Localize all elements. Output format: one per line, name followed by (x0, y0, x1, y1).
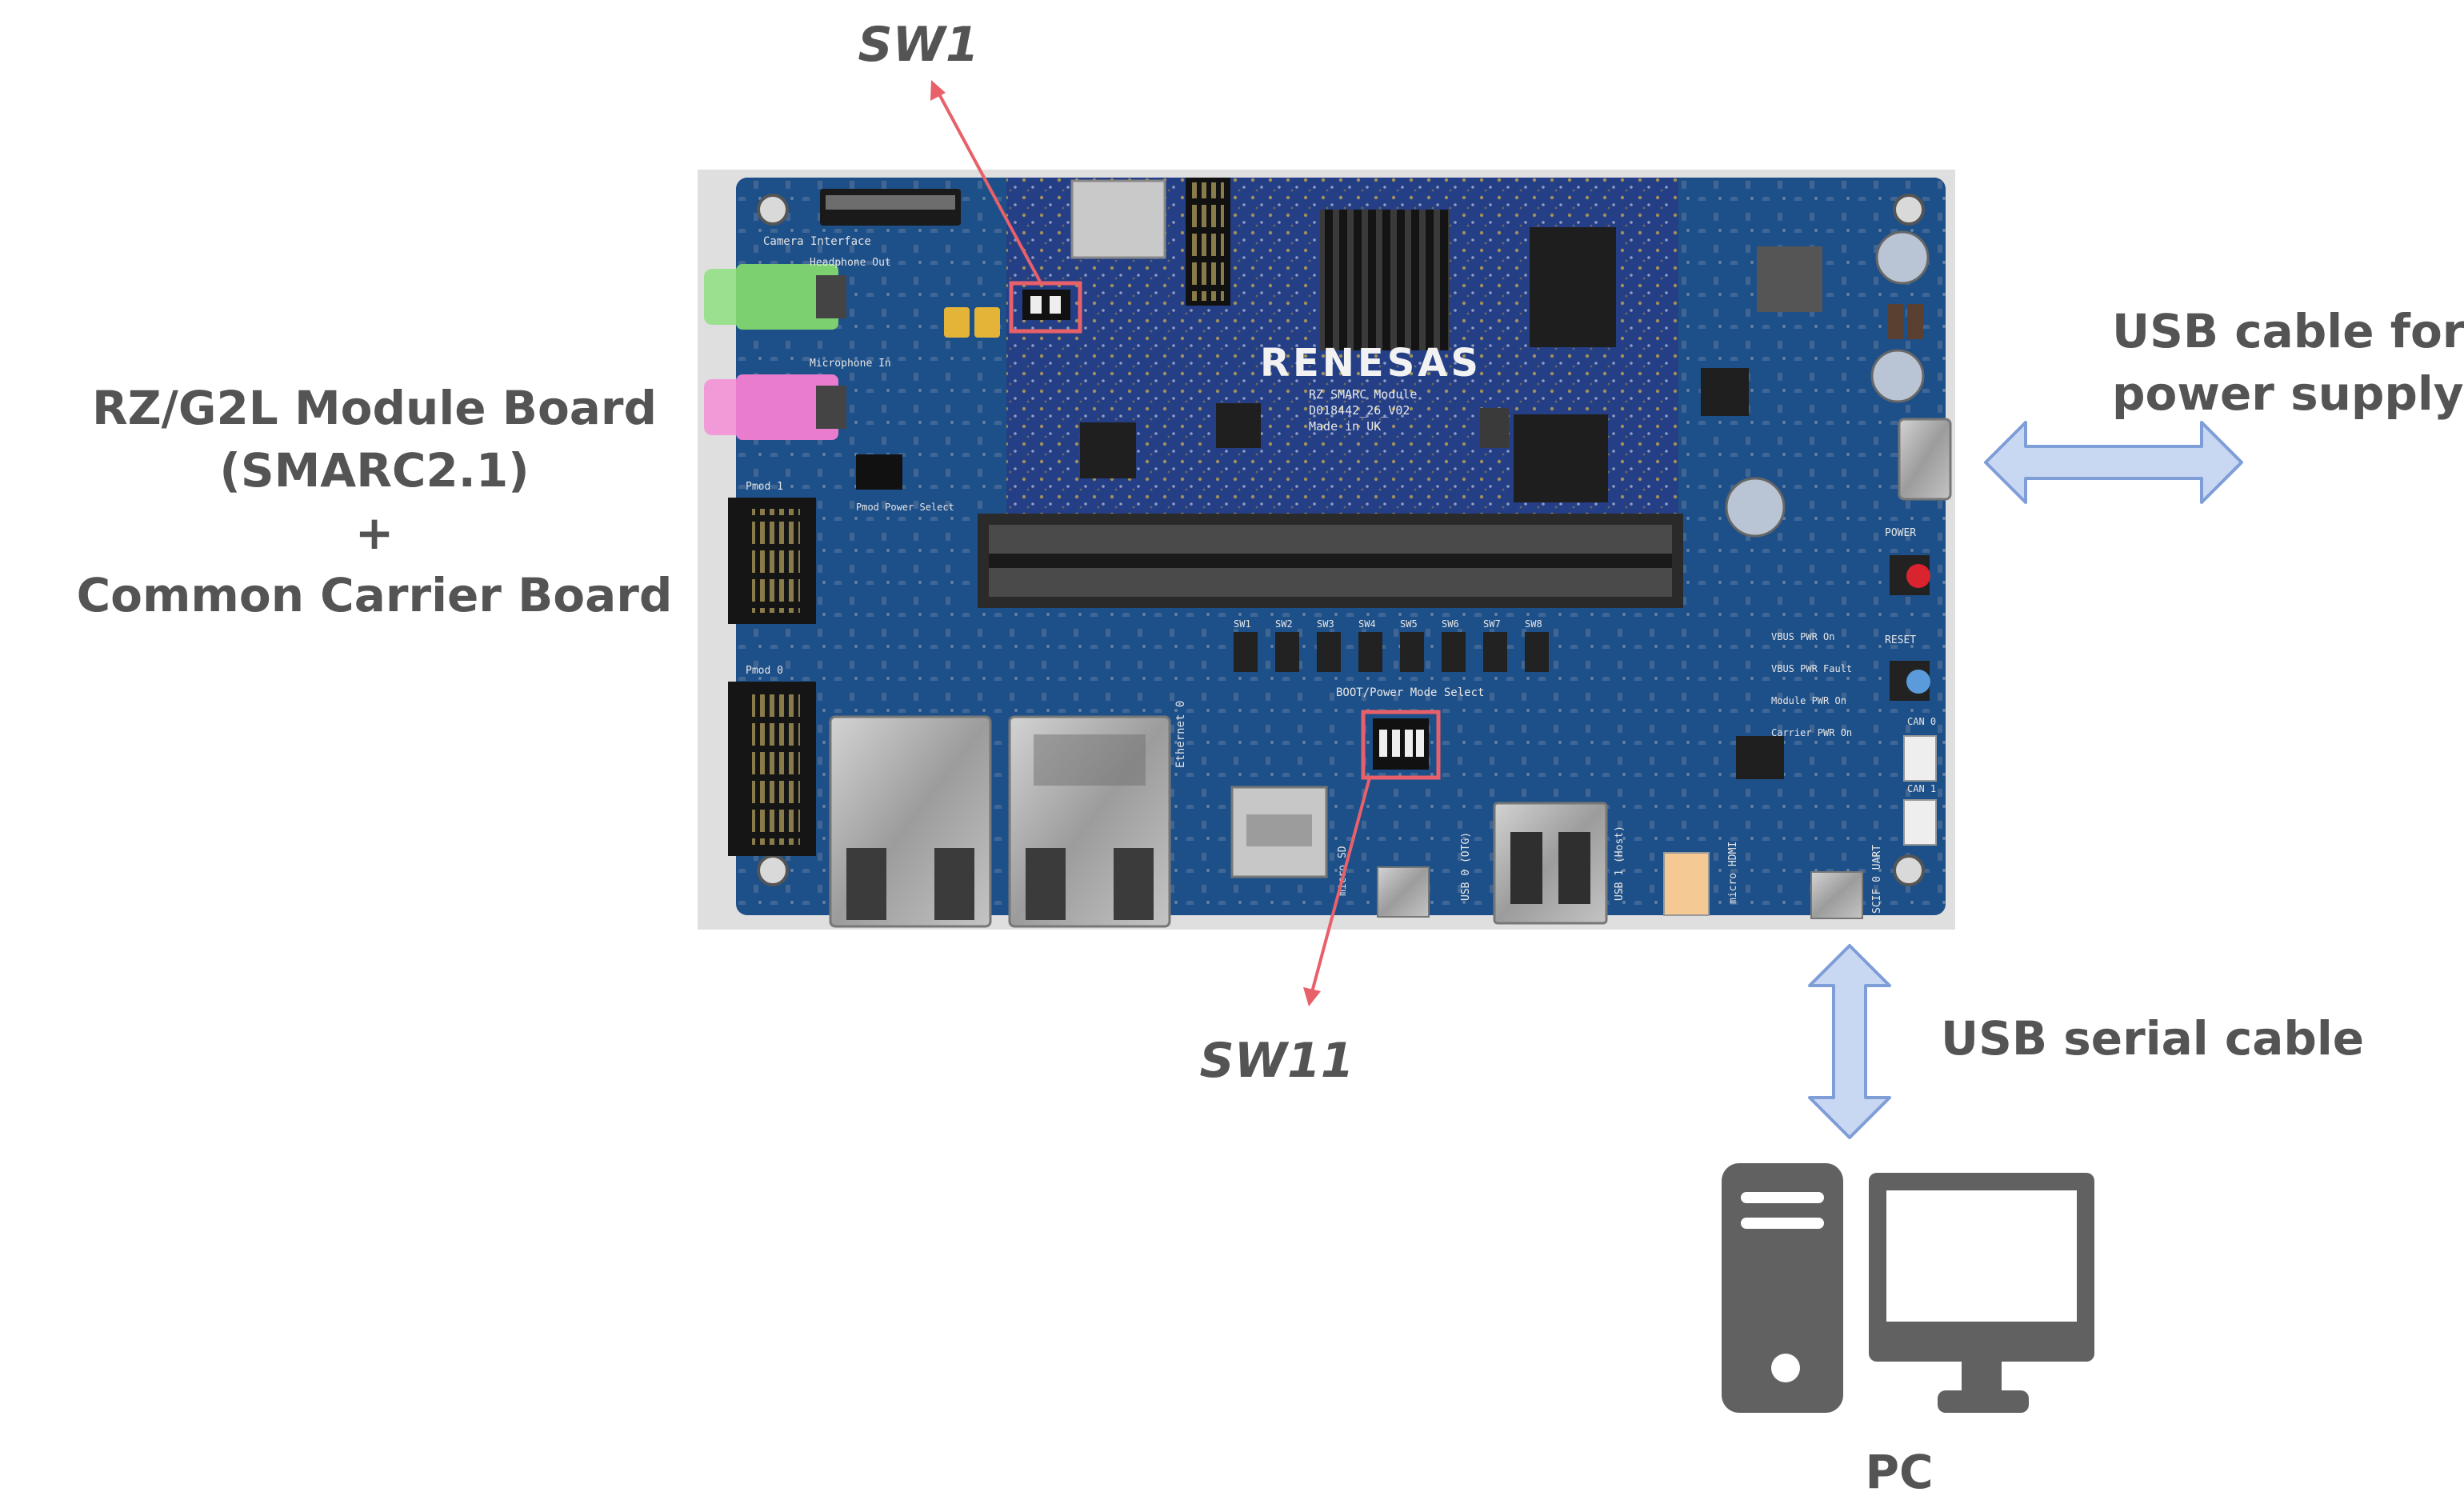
silk-sw-1: SW1 (1234, 618, 1251, 630)
silk-sw-2: SW2 (1275, 618, 1293, 630)
sw11-label: SW11 (1200, 1033, 1354, 1089)
silk-headphone: Headphone Out (810, 257, 891, 269)
usb-power-label-line2: power supply (2112, 366, 2464, 421)
capacitor-3 (1725, 477, 1786, 538)
pc-monitor-icon (1869, 1173, 2094, 1413)
silk-module-2: D018442_26_V02 (1309, 403, 1410, 418)
pc-icon (1722, 1163, 2094, 1413)
usb0-otg-port (1377, 866, 1430, 918)
silk-module-pwr: Module PWR On (1771, 695, 1846, 706)
capacitor-2 (1870, 349, 1925, 403)
audio-jacks (704, 264, 846, 440)
sw11-leader-line (1310, 777, 1371, 993)
silk-can1: CAN 1 (1907, 783, 1936, 794)
module-board-label: RZ/G2L Module Board (SMARC2.1) + Common … (77, 381, 673, 622)
capacitor-1 (1875, 230, 1930, 285)
sw1-leader-arrowhead (930, 80, 946, 101)
silk-scif: SCIF 0 UART (1871, 845, 1883, 914)
silk-carrier-pwr: Carrier PWR On (1771, 727, 1852, 738)
module-label-plus: + (355, 506, 394, 560)
silk-power: POWER (1885, 527, 1916, 539)
silk-microphone: Microphone In (810, 358, 891, 370)
renesas-logo: RENESAS (1260, 341, 1482, 386)
silk-sw-5: SW5 (1400, 618, 1418, 630)
pmod-headers (728, 454, 902, 856)
pc-tower-icon (1722, 1163, 1843, 1413)
silk-camera: Camera Interface (763, 235, 871, 248)
usb-power-label: USB cable for power supply (2112, 304, 2464, 421)
sw1-leader-line (936, 90, 1042, 282)
can0-connector (1903, 735, 1937, 782)
silk-vbus-fault: VBUS PWR Fault (1771, 663, 1852, 674)
silk-sw-3: SW3 (1317, 618, 1334, 630)
double-arrow-horizontal (1984, 421, 2243, 504)
silk-usb0: USB 0 (OTG) (1460, 832, 1472, 901)
pushbutton-row (1234, 632, 1549, 672)
pc-label: PC (1865, 1445, 1933, 1499)
sw11-highlight-box (1361, 710, 1441, 780)
can1-connector (1903, 799, 1937, 846)
ethernet-jacks (829, 715, 1171, 928)
heatsink (1320, 210, 1450, 350)
usb-serial-port (1810, 871, 1863, 919)
sw1-highlight-box (1009, 281, 1082, 334)
highlights (930, 80, 1441, 1006)
usb-power-label-line1: USB cable for (2112, 304, 2464, 358)
silk-micro-hdmi: micro HDMI (1727, 842, 1739, 904)
silk-module-3: Made in UK (1309, 419, 1381, 434)
silk-pmod0: Pmod 0 (746, 665, 783, 677)
inductor (1757, 246, 1822, 312)
board-photo: Camera Interface Headphone Out Microphon… (698, 170, 1955, 930)
module-board: RENESAS RZ SMARC Module D018442_26_V02 M… (1006, 178, 1678, 534)
silk-module-1: RZ SMARC Module (1309, 387, 1417, 402)
usb-serial-label: USB serial cable (1941, 1011, 2364, 1066)
module-label-line3: Common Carrier Board (77, 568, 673, 622)
module-label-line1: RZ/G2L Module Board (92, 381, 657, 435)
sw1-switch (1022, 290, 1070, 320)
silk-sw-6: SW6 (1442, 618, 1459, 630)
silk-ethernet0: Ethernet 0 (1174, 701, 1187, 768)
usb-c-power-port (1898, 418, 1952, 501)
double-arrow-vertical (1808, 944, 1891, 1139)
silk-sw-8: SW8 (1525, 618, 1542, 630)
micro-hdmi-port (1663, 852, 1710, 916)
silk-vbus-on: VBUS PWR On (1771, 631, 1834, 642)
silk-pmod-power: Pmod Power Select (856, 502, 954, 513)
sw11-leader-arrowhead (1303, 987, 1321, 1006)
sw1-label: SW1 (858, 17, 978, 73)
silk-can0: CAN 0 (1907, 716, 1936, 727)
silk-sw-7: SW7 (1483, 618, 1501, 630)
silk-usb1: USB 1 (Host) (1614, 826, 1626, 901)
silk-pmod1: Pmod 1 (746, 481, 783, 493)
module-label-line2: (SMARC2.1) (219, 443, 529, 498)
silk-boot-select: BOOT/Power Mode Select (1336, 686, 1484, 699)
silk-sw-4: SW4 (1358, 618, 1376, 630)
silk-reset: RESET (1885, 634, 1916, 646)
